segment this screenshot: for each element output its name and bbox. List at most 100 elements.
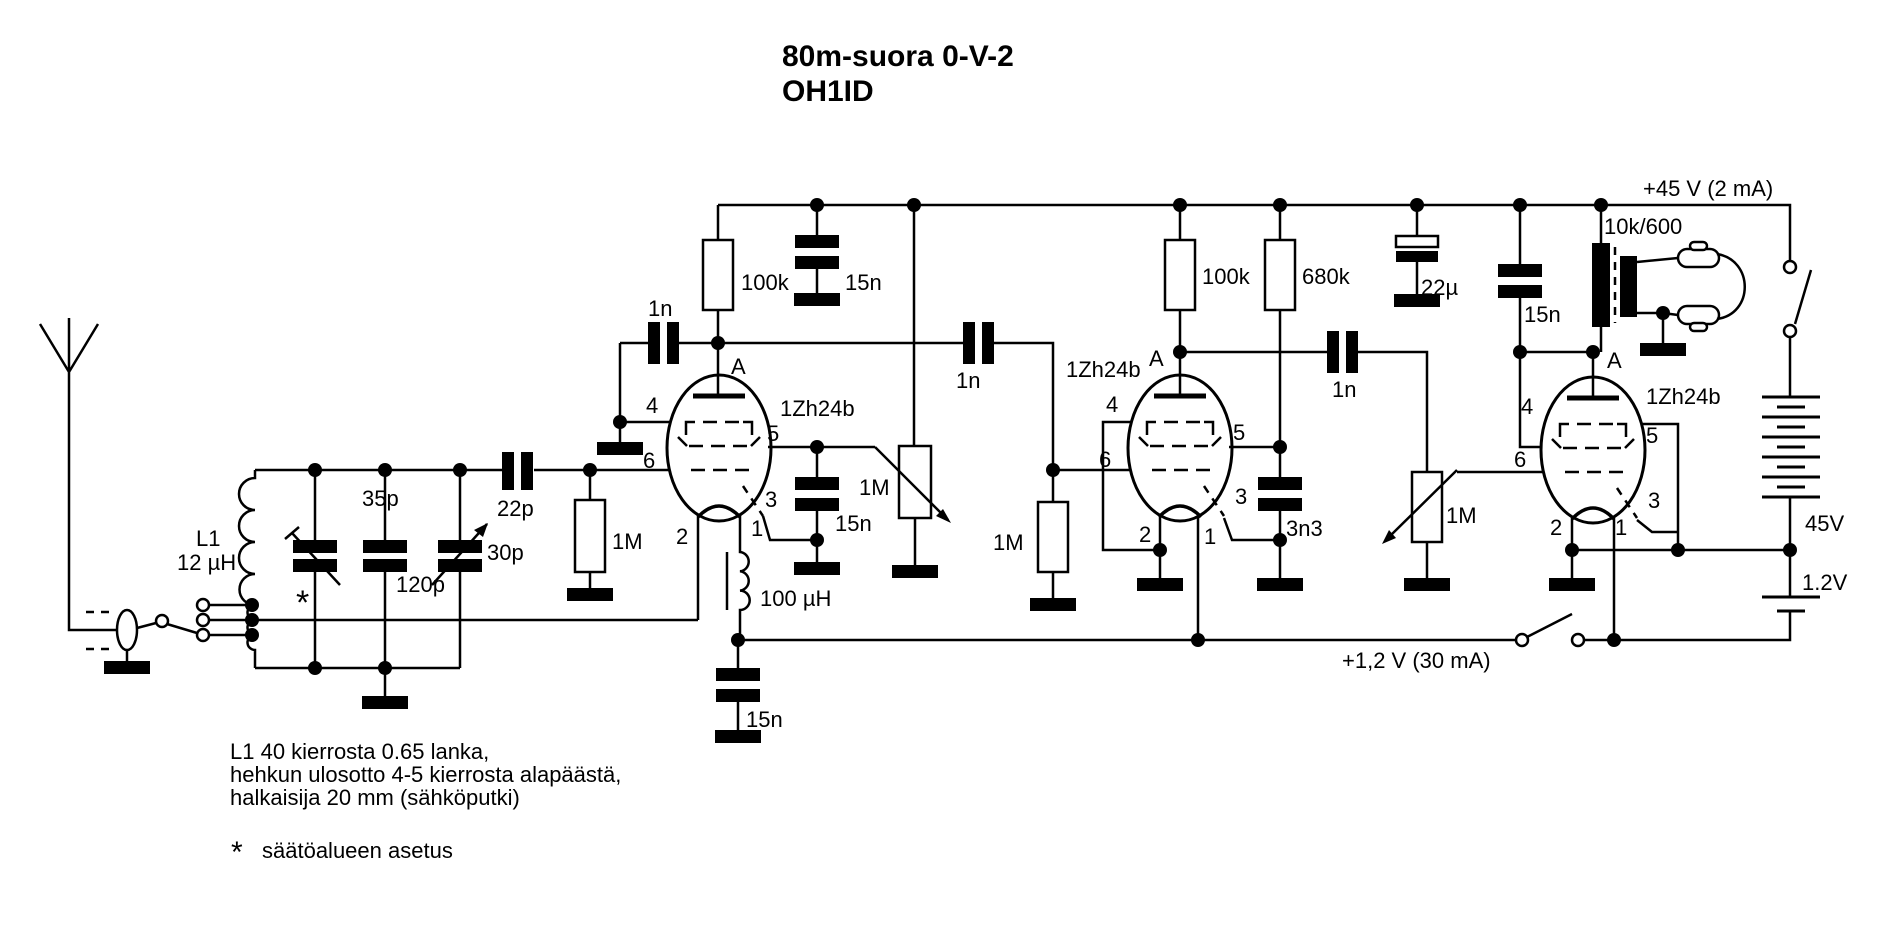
capacitor-grid-22p: 22p (497, 452, 590, 521)
capacitor-label: 3n3 (1286, 516, 1323, 541)
capacitor-15n-filament: 15n (715, 640, 783, 743)
tube-type-label: 1Zh24b (1646, 384, 1721, 409)
antenna-tap-switch (154, 597, 259, 643)
tube-1: A 1Zh24b 4 6 5 3 2 1 (590, 343, 875, 549)
note-line-2: hehkun ulosotto 4-5 kierrosta alapäästä, (230, 762, 621, 787)
resistor-1m-gridleak-stage2: 1M (993, 470, 1076, 611)
trimmer-asterisk: * (296, 584, 309, 622)
headband (1716, 252, 1746, 321)
ground-symbol (1257, 578, 1303, 591)
ground-symbol (104, 661, 150, 674)
anode-label: A (1149, 346, 1164, 371)
pin-label-1: 1 (751, 516, 763, 541)
footnote-text: säätöalueen asetus (262, 838, 453, 863)
resistor-label: 100k (1202, 264, 1251, 289)
capacitor-coupling-1n-stage2: 1n (718, 322, 1055, 470)
capacitor-15n-output: 15n (1498, 205, 1561, 352)
ground-symbol (1640, 343, 1686, 356)
resistor-100k-stage2: 100k (1163, 205, 1251, 352)
filament-rail-label: +1,2 V (30 mA) (1342, 648, 1491, 673)
ground-symbol (362, 696, 408, 709)
capacitor-label: 22µ (1421, 275, 1458, 300)
potentiometer-volume-1m: 1M (1382, 469, 1477, 591)
tube-3: A 1Zh24b 4 6 5 3 2 1 (1457, 348, 1721, 640)
pin-label-2: 2 (676, 524, 688, 549)
coil-ref-label: L1 (196, 526, 220, 551)
b-plus-switch (1782, 259, 1813, 339)
ground-symbol (1137, 578, 1183, 591)
capacitor-label: 1n (648, 296, 672, 321)
stage2-pin2-ground (1137, 550, 1183, 591)
pin-label-6: 6 (643, 448, 655, 473)
pin-label-3: 3 (1235, 484, 1247, 509)
capacitor-label: 15n (1524, 302, 1561, 327)
resistor-label: 100k (741, 270, 790, 295)
pin-label-1: 1 (1615, 515, 1627, 540)
ground-symbol (1549, 578, 1595, 591)
b-plus-label: +45 V (2 mA) (1643, 176, 1773, 201)
capacitor-22uf: 22µ (1394, 205, 1458, 307)
cathode-tap-wire (252, 515, 700, 622)
pin-label-6: 6 (1514, 447, 1526, 472)
battery-lv-label: 1.2V (1802, 570, 1848, 595)
tuned-ground (362, 668, 408, 709)
transformer-label: 10k/600 (1604, 214, 1682, 239)
ground-symbol (567, 588, 613, 601)
pin-label-1: 1 (1204, 524, 1216, 549)
ground-symbol (597, 442, 643, 455)
earpiece-right (1676, 304, 1721, 326)
earpiece-left (1676, 247, 1721, 269)
capacitor-15n-screen-stage1: 15n (794, 447, 872, 575)
anode-label: A (1607, 348, 1622, 373)
pot-label: 1M (1446, 503, 1477, 528)
antenna-symbol (38, 318, 117, 632)
ground-symbol (794, 562, 840, 575)
tuning-value-label: 30p (487, 540, 524, 565)
capacitor-label: 1n (1332, 377, 1356, 402)
pin-label-5: 5 (1233, 420, 1245, 445)
footnote-mark: * (231, 836, 243, 869)
battery-1v2: 1.2V (1584, 550, 1848, 642)
anode-label: A (731, 354, 746, 379)
resistor-label: 1M (993, 530, 1024, 555)
padder-value-label: 120p (396, 572, 445, 597)
pin-label-3: 3 (1648, 488, 1660, 513)
capacitor-label: 15n (746, 707, 783, 732)
ground-symbol (1404, 578, 1450, 591)
tube-2: A 1Zh24b 4 6 5 3 2 1 (1053, 346, 1280, 640)
capacitor-3n3-stage2: 3n3 (1257, 447, 1323, 591)
pin-label-4: 4 (1106, 392, 1118, 417)
battery-45v: 45V (1762, 395, 1844, 550)
coil-l1: L1 12 µH (177, 470, 257, 668)
note-line-3: halkaisija 20 mm (sähköputki) (230, 785, 520, 810)
capacitor-label: 15n (845, 270, 882, 295)
capacitor-tuning-30p: 30p (431, 470, 524, 668)
grid-cap-label: 22p (497, 496, 534, 521)
capacitor-label: 15n (835, 511, 872, 536)
pin-label-5: 5 (1646, 423, 1658, 448)
ground-symbol (715, 730, 761, 743)
page-title: 80m-suora 0-V-2 (782, 40, 1014, 73)
output-transformer: 10k/600 (1520, 205, 1682, 354)
stage1-pin4-ground (597, 422, 643, 455)
coil-value-label: 12 µH (177, 550, 236, 575)
filament-switch (1514, 612, 1586, 648)
antenna-coupling-connector (86, 608, 157, 674)
note-line-1: L1 40 kierrosta 0.65 lanka, (230, 739, 489, 764)
pin-label-4: 4 (1521, 394, 1533, 419)
pot-label: 1M (859, 475, 890, 500)
pin-label-2: 2 (1139, 522, 1151, 547)
pin-label-2: 2 (1550, 515, 1562, 540)
pin-label-5: 5 (767, 421, 779, 446)
capacitor-1n-stage1: 1n (618, 296, 718, 422)
ground-symbol (794, 293, 840, 306)
choke-label: 100 µH (760, 586, 831, 611)
ground-symbol (892, 565, 938, 578)
capacitor-coupling-1n-stage3: 1n (1180, 331, 1429, 472)
page-subtitle: OH1ID (782, 75, 874, 108)
resistor-100k-stage1: 100k (701, 205, 790, 343)
b-plus-rail (718, 203, 1792, 397)
ground-symbol (1030, 598, 1076, 611)
